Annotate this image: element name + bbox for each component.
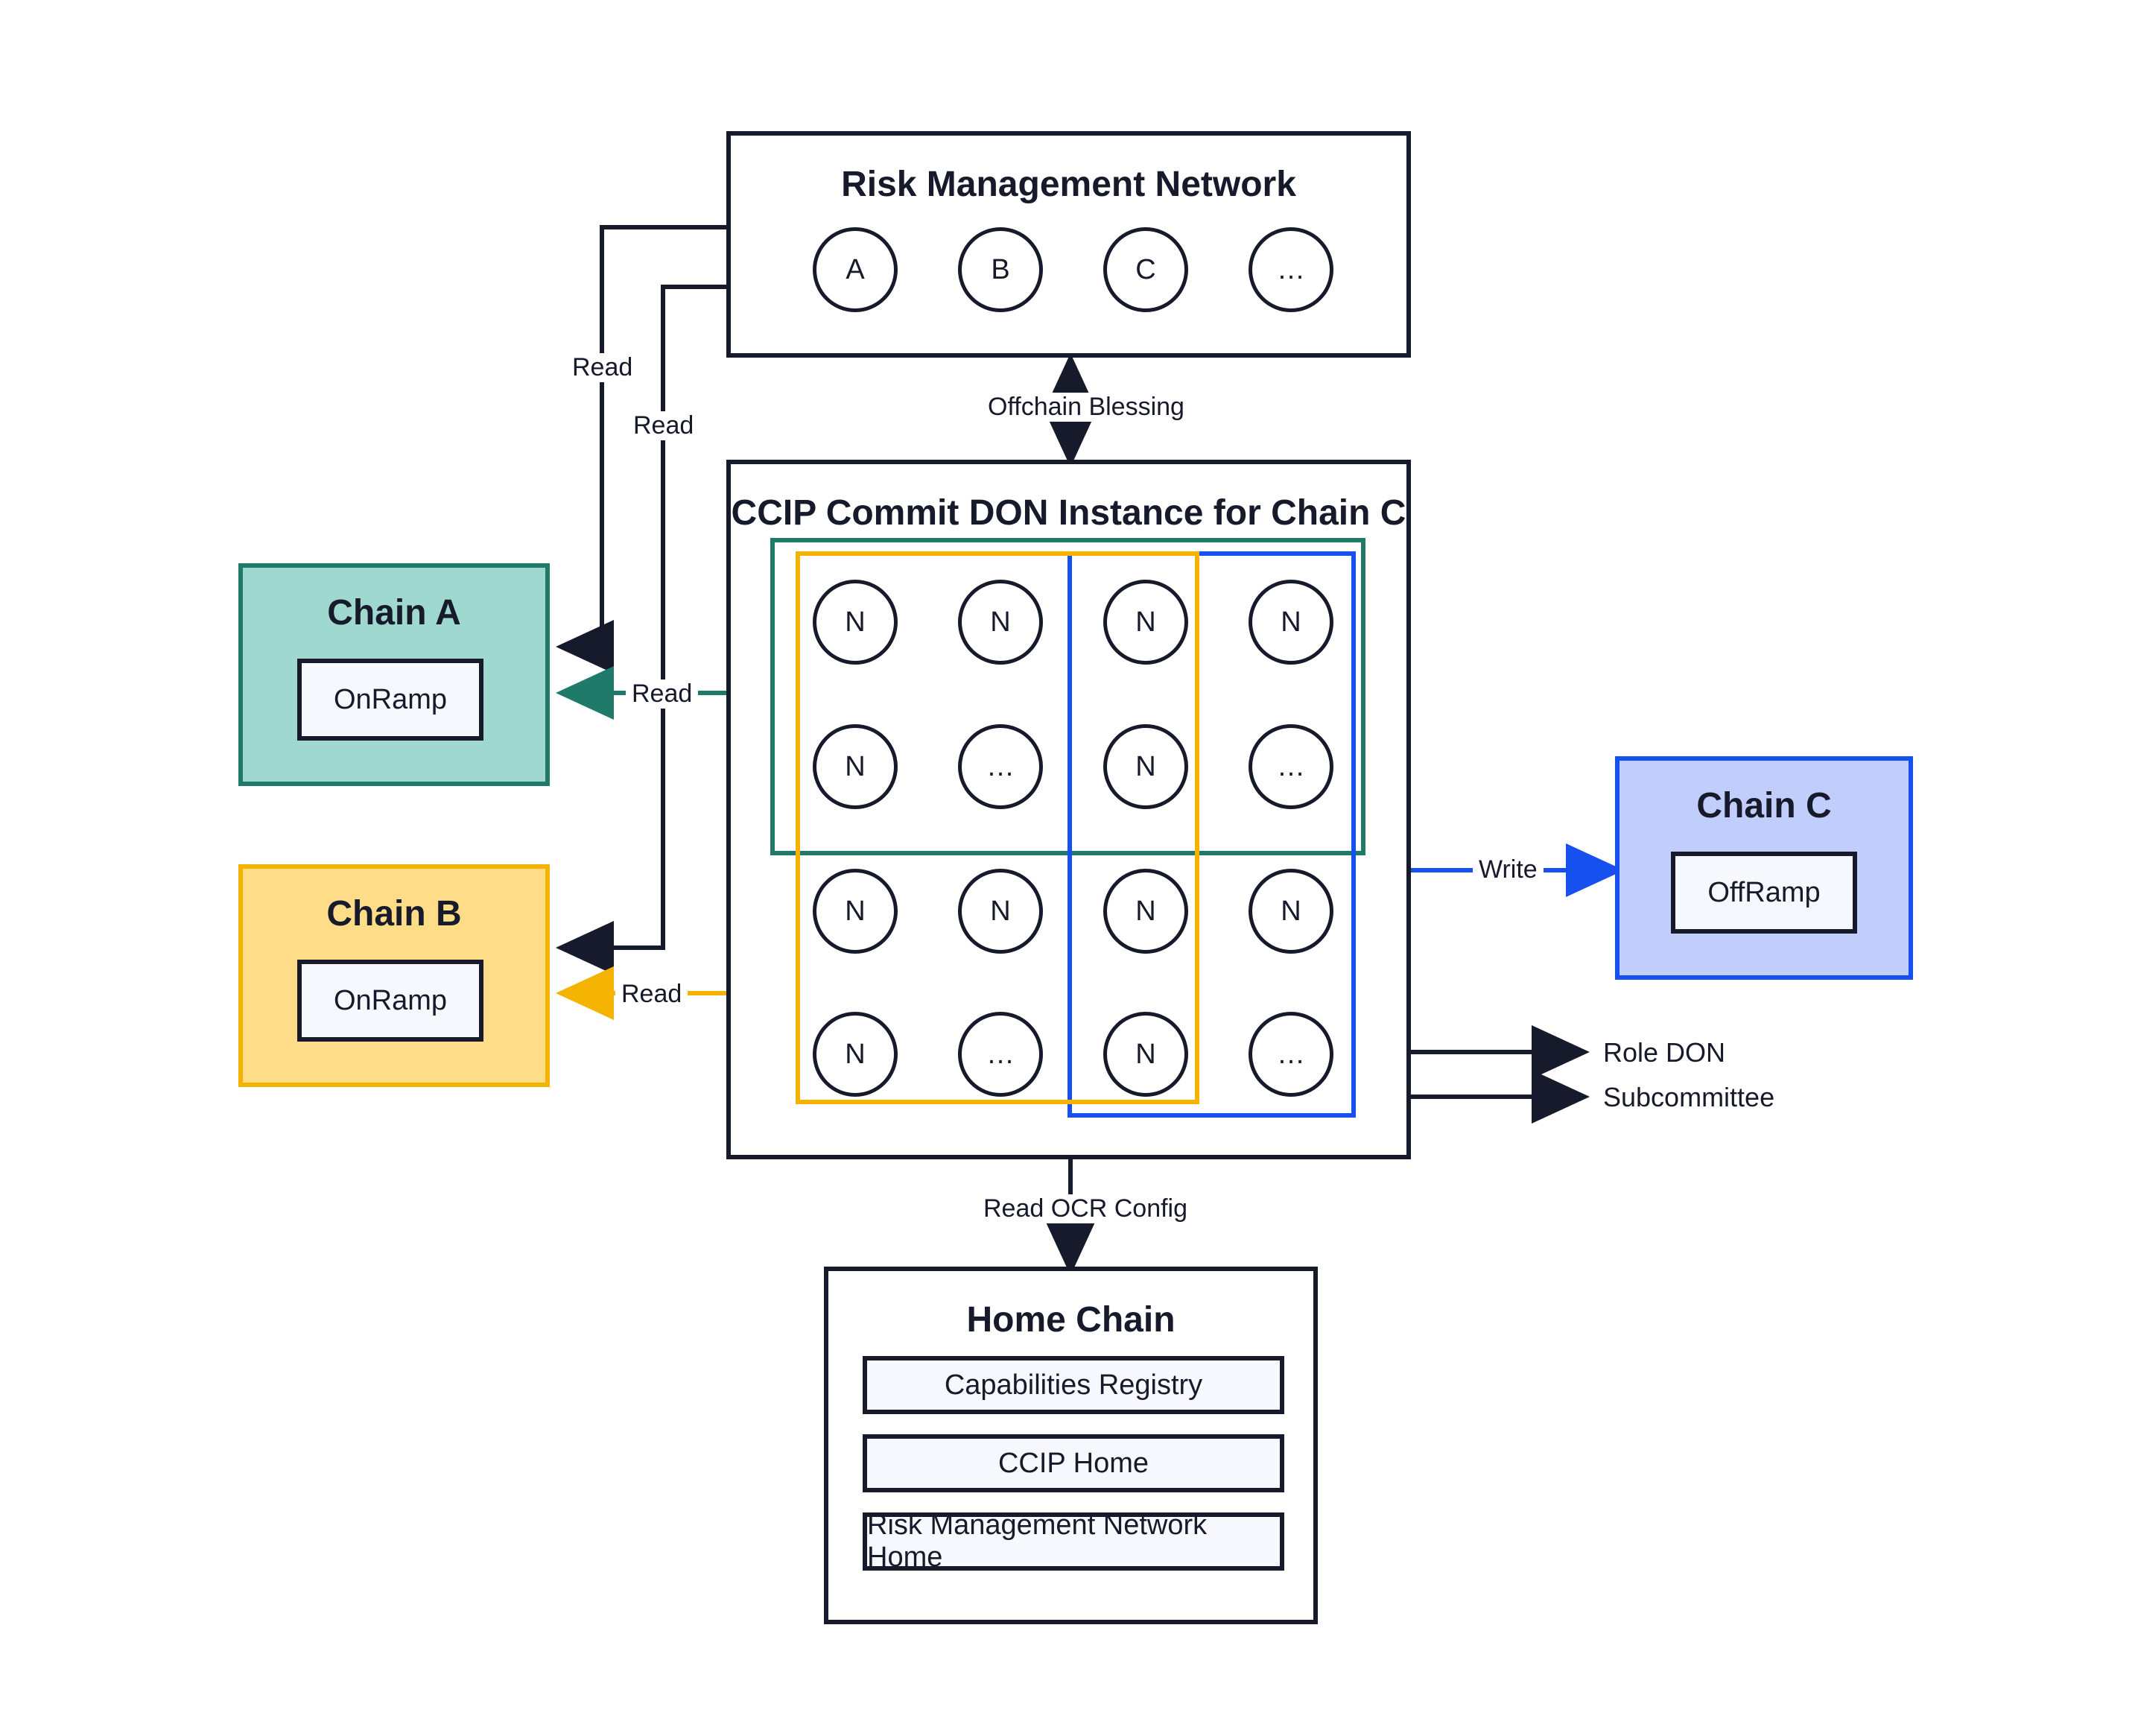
don-node-r4c2: … [958,1012,1043,1097]
rmn-node-a: A [813,227,898,312]
don-node-label: N [845,895,866,927]
don-node-r3c1: N [813,869,898,954]
home-chain-item-rmn-home[interactable]: Risk Management Network Home [863,1510,1284,1573]
edge-label-read-chain-a-black: Read [566,353,639,382]
edge-label-read-yellow: Read [615,980,688,1009]
edge-label-read-teal: Read [626,679,699,709]
don-node-label: N [845,606,866,638]
don-node-label: N [845,1038,866,1070]
don-node-r4c3: N [1103,1012,1188,1097]
don-node-label: N [1135,750,1156,782]
don-node-label: … [1277,750,1305,782]
chain-b-title: Chain B [326,894,462,934]
home-chain-item-label: CCIP Home [997,1447,1149,1479]
rmn-node-ellipsis-label: … [1277,253,1305,285]
edge-label-write: Write [1473,855,1544,884]
home-chain-item-ccip-home[interactable]: CCIP Home [863,1434,1284,1492]
chain-a-title: Chain A [327,593,461,633]
don-node-r2c1: N [813,724,898,809]
home-chain-item-capabilities-registry[interactable]: Capabilities Registry [863,1356,1284,1414]
edge-rmn-to-chain-b [556,285,726,975]
ccip-commit-don-title: CCIP Commit DON Instance for Chain C [731,493,1406,533]
don-node-label: N [1281,606,1301,638]
edge-label-read-ocr-config: Read OCR Config [977,1194,1194,1223]
home-chain-item-label: Risk Management Network Home [867,1510,1208,1573]
legend-role-don-label: Role DON [1603,1037,1726,1068]
don-node-r3c3: N [1103,869,1188,954]
don-node-r2c4: … [1249,724,1333,809]
chain-b-onramp-chip: OnRamp [297,960,483,1042]
don-node-r1c2: N [958,580,1043,665]
chain-a-onramp-chip: OnRamp [297,659,483,741]
chain-c-title: Chain C [1696,786,1832,826]
chain-c-offramp-label: OffRamp [1707,876,1821,908]
don-node-label: N [1135,895,1156,927]
don-node-label: … [1277,1038,1305,1070]
don-node-label: N [845,750,866,782]
rmn-node-ellipsis: … [1249,227,1333,312]
rmn-node-c: C [1103,227,1188,312]
don-node-label: N [1281,895,1301,927]
don-node-label: N [990,895,1011,927]
group-blue-chain-c-role-don [1068,551,1356,1118]
risk-management-network-title: Risk Management Network [841,165,1296,204]
rmn-node-b: B [958,227,1043,312]
group-yellow-chain-b-subcommittee [796,551,1199,1104]
don-node-label: N [1135,606,1156,638]
chain-c-offramp-chip: OffRamp [1671,852,1857,934]
don-node-r4c4: … [1249,1012,1333,1097]
don-node-r3c2: N [958,869,1043,954]
home-chain-title: Home Chain [966,1300,1176,1340]
legend-subcommittee-label: Subcommittee [1603,1082,1775,1112]
edge-label-offchain-blessing: Offchain Blessing [982,393,1190,422]
don-node-r4c1: N [813,1012,898,1097]
don-node-r1c1: N [813,580,898,665]
chain-b-onramp-label: OnRamp [333,984,448,1016]
rmn-node-b-label: B [991,253,1010,285]
don-node-r2c3: N [1103,724,1188,809]
chain-a-onramp-label: OnRamp [333,683,448,715]
don-node-label: … [986,750,1015,782]
don-node-r2c2: … [958,724,1043,809]
home-chain-item-label: Capabilities Registry [944,1369,1203,1401]
edge-label-read-chain-b-black: Read [627,411,700,440]
don-node-r1c4: N [1249,580,1333,665]
don-node-r1c3: N [1103,580,1188,665]
don-node-label: N [1135,1038,1156,1070]
rmn-node-c-label: C [1135,253,1156,285]
rmn-node-a-label: A [846,253,865,285]
don-node-r3c4: N [1249,869,1333,954]
don-node-label: N [990,606,1011,638]
don-node-label: … [986,1038,1015,1070]
